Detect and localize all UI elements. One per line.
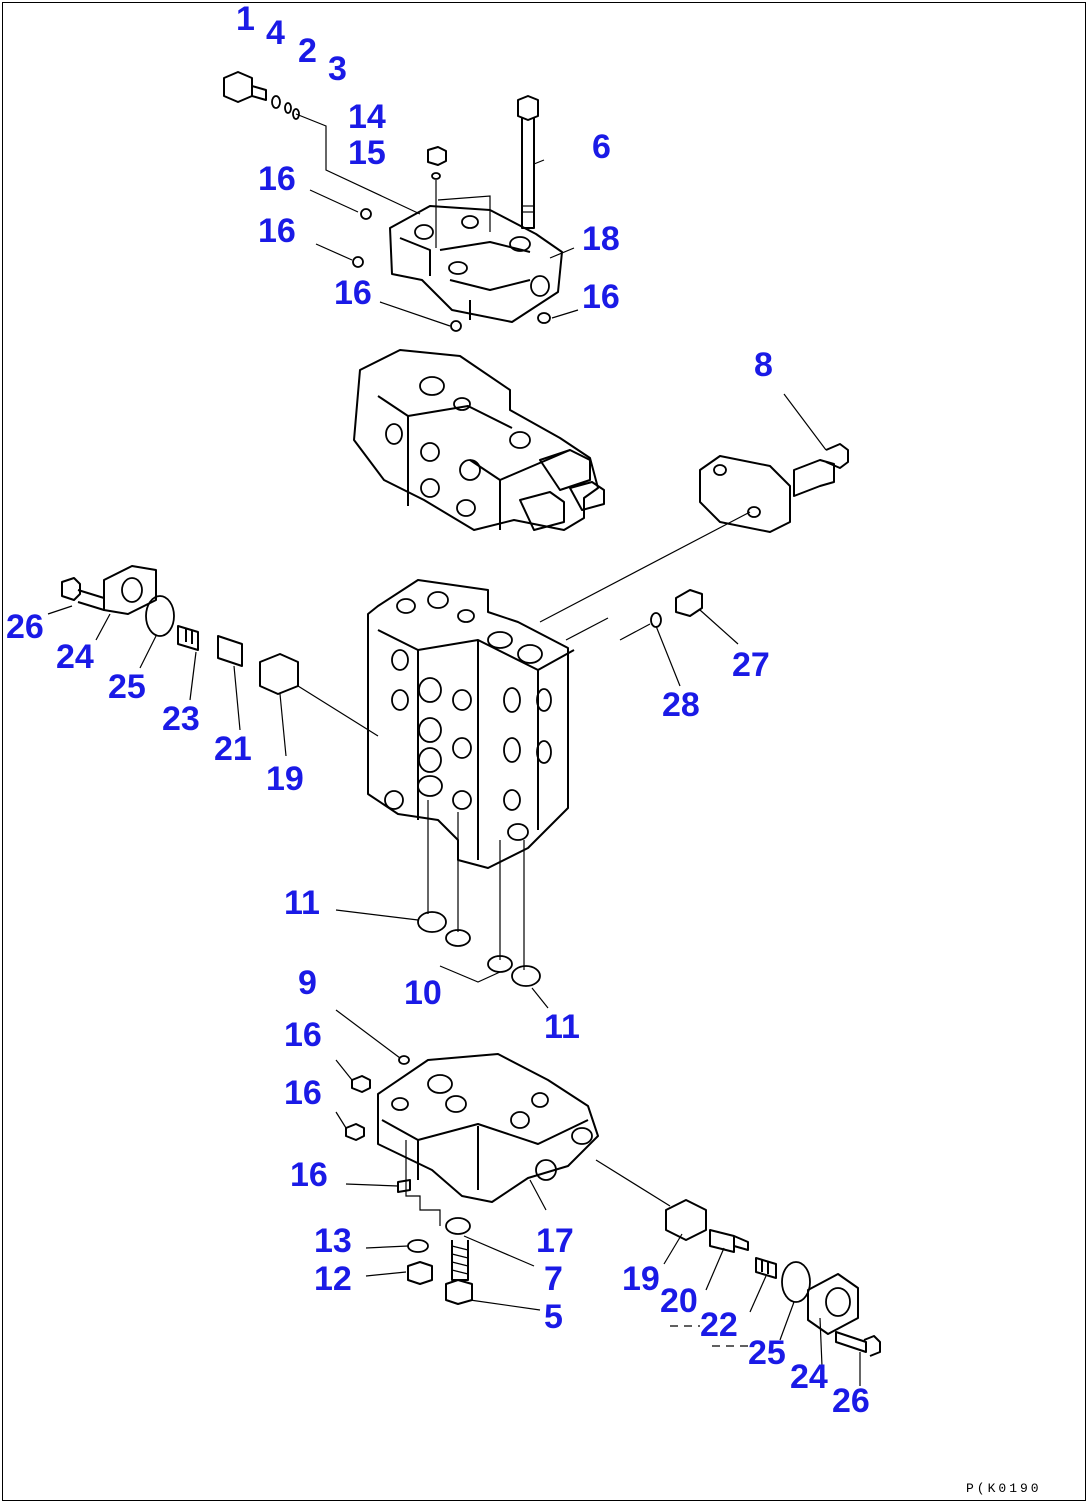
callout-9: 9: [298, 964, 317, 1002]
right-relief-group: [663, 1199, 881, 1386]
callout-4: 4: [266, 14, 285, 52]
assembled-valve-view: [353, 349, 605, 531]
callout-27: 27: [732, 646, 770, 684]
left-relief-group: [47, 565, 379, 757]
callout-16d: 16: [582, 278, 620, 316]
callout-3: 3: [328, 50, 347, 88]
callout-16e: 16: [284, 1016, 322, 1054]
callout-labels: 1 4 2 3 14 15 6 16 16 18 16 16 8 26 24 2…: [6, 0, 870, 1420]
callout-28: 28: [662, 686, 700, 724]
callout-11a: 11: [284, 884, 320, 922]
callout-19b: 19: [622, 1260, 660, 1298]
callout-25b: 25: [748, 1334, 786, 1372]
end-cover-8: [539, 393, 849, 623]
callout-16c: 16: [334, 274, 372, 312]
callout-2: 2: [298, 32, 317, 70]
callout-8: 8: [754, 346, 773, 384]
lower-valve-block: [335, 1009, 671, 1311]
callout-14: 14: [348, 98, 386, 136]
callout-19a: 19: [266, 760, 304, 798]
callout-25a: 25: [108, 668, 146, 706]
callout-12: 12: [314, 1260, 352, 1298]
callout-26a: 26: [6, 608, 44, 646]
right-fittings: [565, 589, 739, 687]
callout-5: 5: [544, 1298, 563, 1336]
callout-17: 17: [536, 1222, 574, 1260]
callout-21: 21: [214, 730, 252, 768]
callout-24a: 24: [56, 638, 94, 676]
callout-16b: 16: [258, 212, 296, 250]
callout-18: 18: [582, 220, 620, 258]
upper-cover-assembly: [223, 71, 579, 332]
callout-6: 6: [592, 128, 611, 166]
main-valve-body: [367, 579, 575, 970]
callout-24b: 24: [790, 1358, 828, 1396]
drawing-code: P(K0190: [966, 1481, 1042, 1496]
callout-20: 20: [660, 1282, 698, 1320]
callout-15: 15: [348, 134, 386, 172]
callout-16f: 16: [284, 1074, 322, 1112]
callout-10: 10: [404, 974, 442, 1012]
callout-26b: 26: [832, 1382, 870, 1420]
callout-16g: 16: [290, 1156, 328, 1194]
callout-1: 1: [236, 0, 255, 38]
callout-23: 23: [162, 700, 200, 738]
callout-11b: 11: [544, 1008, 580, 1046]
callout-22: 22: [700, 1306, 738, 1344]
seals-10-11: [335, 909, 549, 1009]
callout-13: 13: [314, 1222, 352, 1260]
callout-16a: 16: [258, 160, 296, 198]
callout-7: 7: [544, 1260, 563, 1298]
